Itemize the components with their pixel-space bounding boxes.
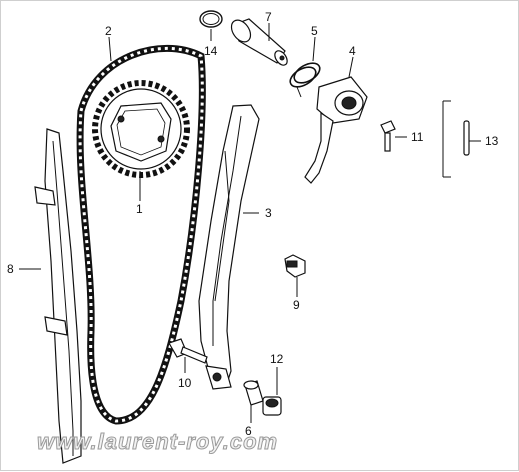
callout-12: 12 [270,352,284,366]
bolt-small [380,120,396,152]
watermark: www.laurent-roy.com [37,429,278,454]
callout-1: 1 [136,202,143,216]
callout-8: 8 [7,262,14,276]
o-ring [199,10,223,28]
callout-13: 13 [485,134,499,148]
callout-6: 6 [245,424,252,438]
callout-7: 7 [265,10,272,24]
dowel-pin [442,100,470,178]
callout-3: 3 [265,206,272,220]
leader-lines [19,23,481,423]
chain-tensioner-arm [198,104,260,390]
callout-14: 14 [204,44,218,58]
callout-10: 10 [178,376,192,390]
tensioner-housing [304,76,368,184]
callout-9: 9 [293,298,300,312]
callout-11: 11 [411,130,424,144]
callout-5: 5 [311,24,318,38]
cam-sprocket [92,80,190,178]
tensioner-spring [289,62,321,98]
collar [243,380,264,406]
callout-2: 2 [105,24,112,38]
tensioner-shaft [230,18,288,66]
callout-4: 4 [349,44,356,58]
bolt-guide [284,254,306,278]
cam-chain [76,45,206,425]
chain-guide-rear [34,128,82,464]
pivot-bolt [168,338,208,364]
callout-numbers: 2 1 3 4 5 6 7 8 9 10 11 12 13 14 [7,10,499,438]
spacer [262,396,282,416]
